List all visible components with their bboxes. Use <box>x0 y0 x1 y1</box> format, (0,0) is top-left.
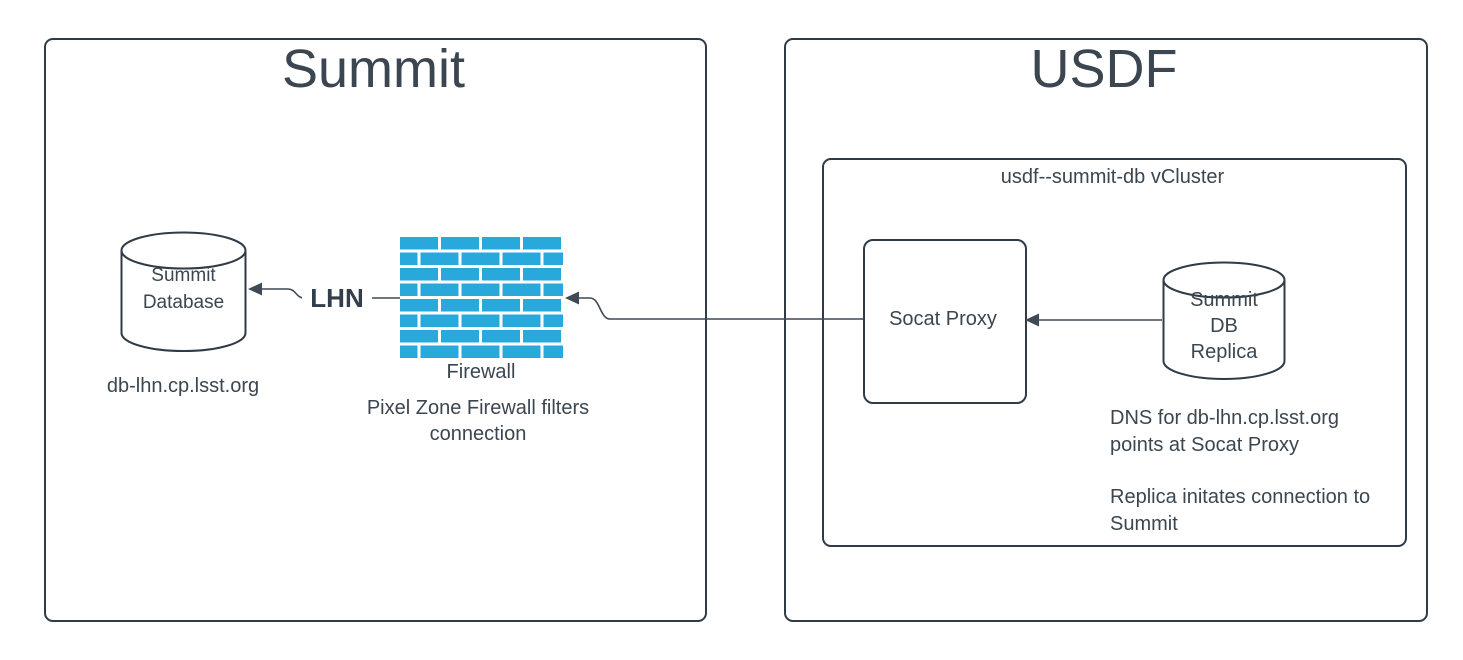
summit-database-cylinder-icon <box>120 231 247 352</box>
socat-proxy-box <box>863 239 1027 404</box>
summit-db-replica-label: Summit DB Replica <box>1190 289 1258 363</box>
vcluster-box <box>822 158 1407 547</box>
usdf-zone-box <box>784 38 1428 622</box>
summit-zone-box <box>44 38 707 622</box>
summit-zone-title: Summit <box>281 39 465 99</box>
firewall-caption: Pixel Zone Firewall filters connection <box>366 397 590 445</box>
firewall-icon <box>400 237 563 360</box>
summit-database-label: Summit Database <box>142 265 225 313</box>
dns-note: DNS for db-lhn.cp.lsst.org points at Soc… <box>1110 407 1339 456</box>
replica-note: Replica initates connection to Summit <box>1110 486 1371 535</box>
firewall-label: Firewall <box>446 361 516 383</box>
vcluster-label: usdf--summit-db vCluster <box>1000 166 1225 188</box>
usdf-zone-title: USDF <box>1030 39 1178 99</box>
socat-proxy-label: Socat Proxy <box>889 308 997 330</box>
summit-db-replica-cylinder-icon <box>1162 261 1286 380</box>
lhn-link-label: LHN <box>302 283 372 313</box>
summit-database-caption: db-lhn.cp.lsst.org <box>106 375 260 397</box>
